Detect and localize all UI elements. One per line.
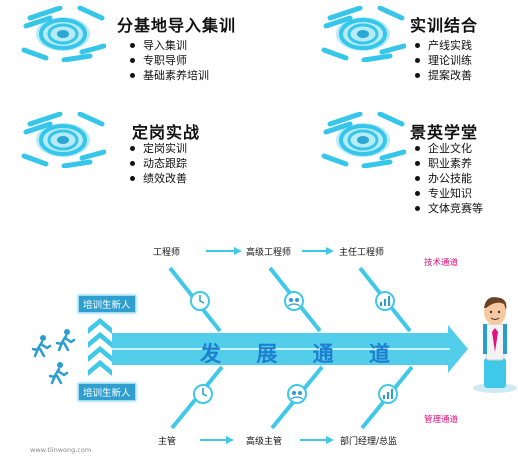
- list-item: 文体竞赛等: [412, 201, 483, 216]
- group-icon: [287, 384, 307, 404]
- banner-char: 发: [200, 341, 221, 366]
- tech-channel-label: 技术通道: [424, 258, 459, 268]
- section-title: 分基地导入集训: [117, 16, 237, 35]
- banner-char: 展: [256, 341, 278, 366]
- businessman-icon: [473, 297, 517, 393]
- tech-path-step: 工程师: [153, 248, 181, 258]
- runner-icon: [55, 329, 76, 352]
- list-item: 绩效改善: [127, 171, 187, 186]
- list-item: 导入集训: [127, 38, 209, 53]
- target-badge-icon: [321, 6, 406, 62]
- clock-icon: [193, 384, 213, 404]
- mgmt-channel-label: 管理通道: [424, 415, 459, 425]
- chevron-up-icon: [88, 318, 112, 376]
- section-title: 实训结合: [410, 16, 479, 35]
- group-icon: [284, 291, 304, 311]
- mgmt-path-step: 高级主管: [246, 437, 283, 447]
- list-item: 定岗实训: [127, 141, 187, 156]
- bar-chart-icon: [375, 291, 395, 311]
- runner-icon: [31, 335, 52, 358]
- trainee-label: 培训生新人: [78, 383, 136, 401]
- mgmt-path-step: 主管: [158, 437, 177, 447]
- list-item: 企业文化: [412, 141, 483, 156]
- arrow-right-icon: [300, 436, 334, 444]
- list-item: 产线实践: [412, 38, 472, 53]
- list-item: 动态跟踪: [127, 156, 187, 171]
- list-item: 专职导师: [127, 53, 209, 68]
- target-badge-icon: [21, 6, 106, 62]
- target-badge-icon: [321, 112, 406, 168]
- bar-chart-icon: [378, 384, 398, 404]
- section-title: 定岗实战: [132, 123, 201, 142]
- section-list: 定岗实训 动态跟踪 绩效改善: [127, 141, 187, 186]
- runner-icon: [48, 362, 69, 385]
- watermark: www.tiinwong.com: [30, 446, 92, 454]
- banner-char: 通: [312, 341, 334, 366]
- section-list: 导入集训 专职导师 基础素养培训: [127, 38, 209, 83]
- list-item: 职业素养: [412, 156, 483, 171]
- trainee-label: 培训生新人: [78, 295, 136, 313]
- tech-path-step: 高级工程师: [246, 248, 292, 258]
- list-item: 提案改善: [412, 68, 472, 83]
- list-item: 基础素养培训: [127, 68, 209, 83]
- list-item: 理论训练: [412, 53, 472, 68]
- development-path-diagram: [31, 247, 517, 444]
- section-list: 企业文化 职业素养 办公技能 专业知识 文体竞赛等: [412, 141, 483, 216]
- arrow-right-icon: [206, 247, 242, 255]
- arrow-right-icon: [302, 247, 334, 255]
- tech-path-step: 主任工程师: [339, 248, 385, 258]
- clock-icon: [190, 291, 210, 311]
- development-banner: 发 展 通 道: [200, 338, 390, 368]
- arrow-right-icon: [200, 436, 234, 444]
- banner-char: 道: [368, 341, 390, 366]
- target-badge-icon: [21, 112, 106, 168]
- section-list: 产线实践 理论训练 提案改善: [412, 38, 472, 83]
- section-title: 景英学堂: [410, 123, 479, 142]
- list-item: 办公技能: [412, 171, 483, 186]
- mgmt-path-step: 部门经理/总监: [340, 437, 398, 447]
- list-item: 专业知识: [412, 186, 483, 201]
